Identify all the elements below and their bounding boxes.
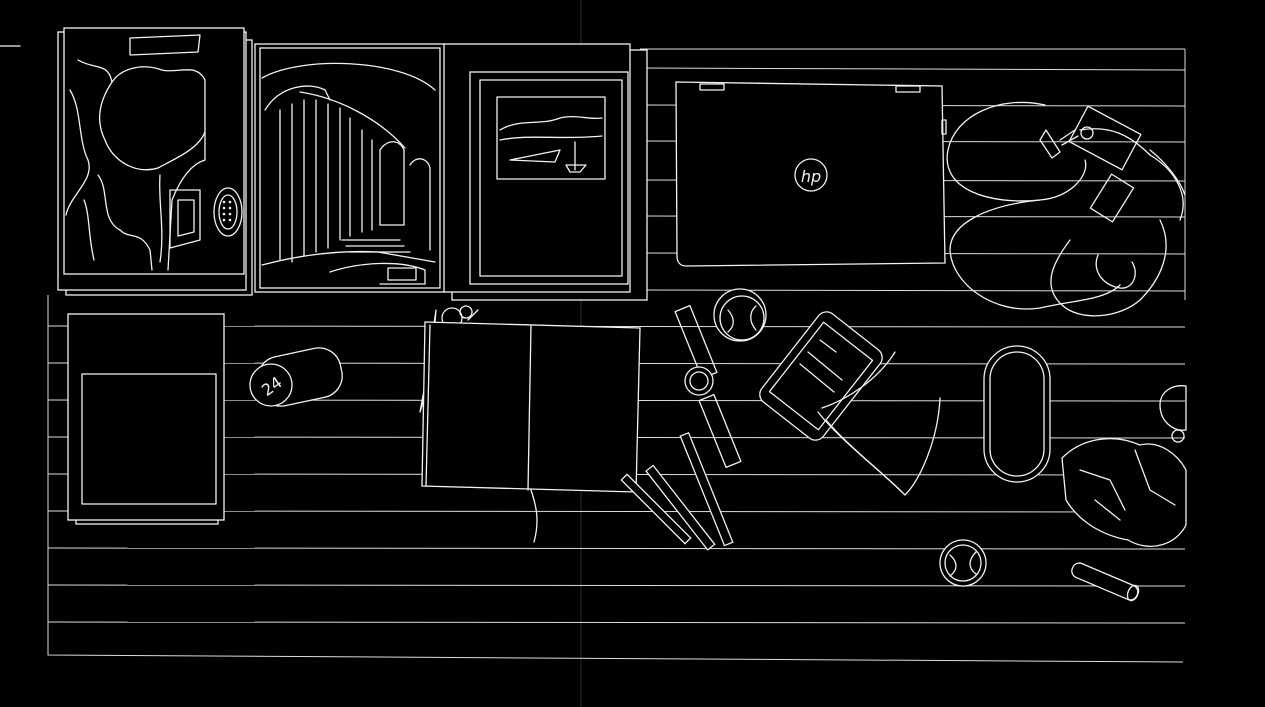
timer-icon: 24	[249, 347, 343, 407]
laptop-icon: hp	[675, 81, 947, 267]
charger-icon	[946, 101, 1186, 317]
phone-icon	[759, 311, 883, 441]
map-book-icon	[57, 27, 253, 296]
laptop-logo: hp	[801, 167, 821, 186]
stamp-dots	[222, 200, 232, 222]
glasses-icon	[817, 351, 941, 496]
watch-icon	[674, 304, 742, 469]
notebook-icon	[67, 313, 225, 525]
landscape-book-icon	[443, 43, 648, 301]
architecture-book-icon	[254, 43, 446, 293]
marker-icon	[1071, 562, 1140, 602]
pouch-icon	[1061, 385, 1187, 547]
lens-cap-icon	[713, 288, 987, 587]
glasses-case-icon	[983, 345, 1051, 483]
pen-icon	[620, 431, 734, 551]
journal-icon	[421, 321, 641, 543]
